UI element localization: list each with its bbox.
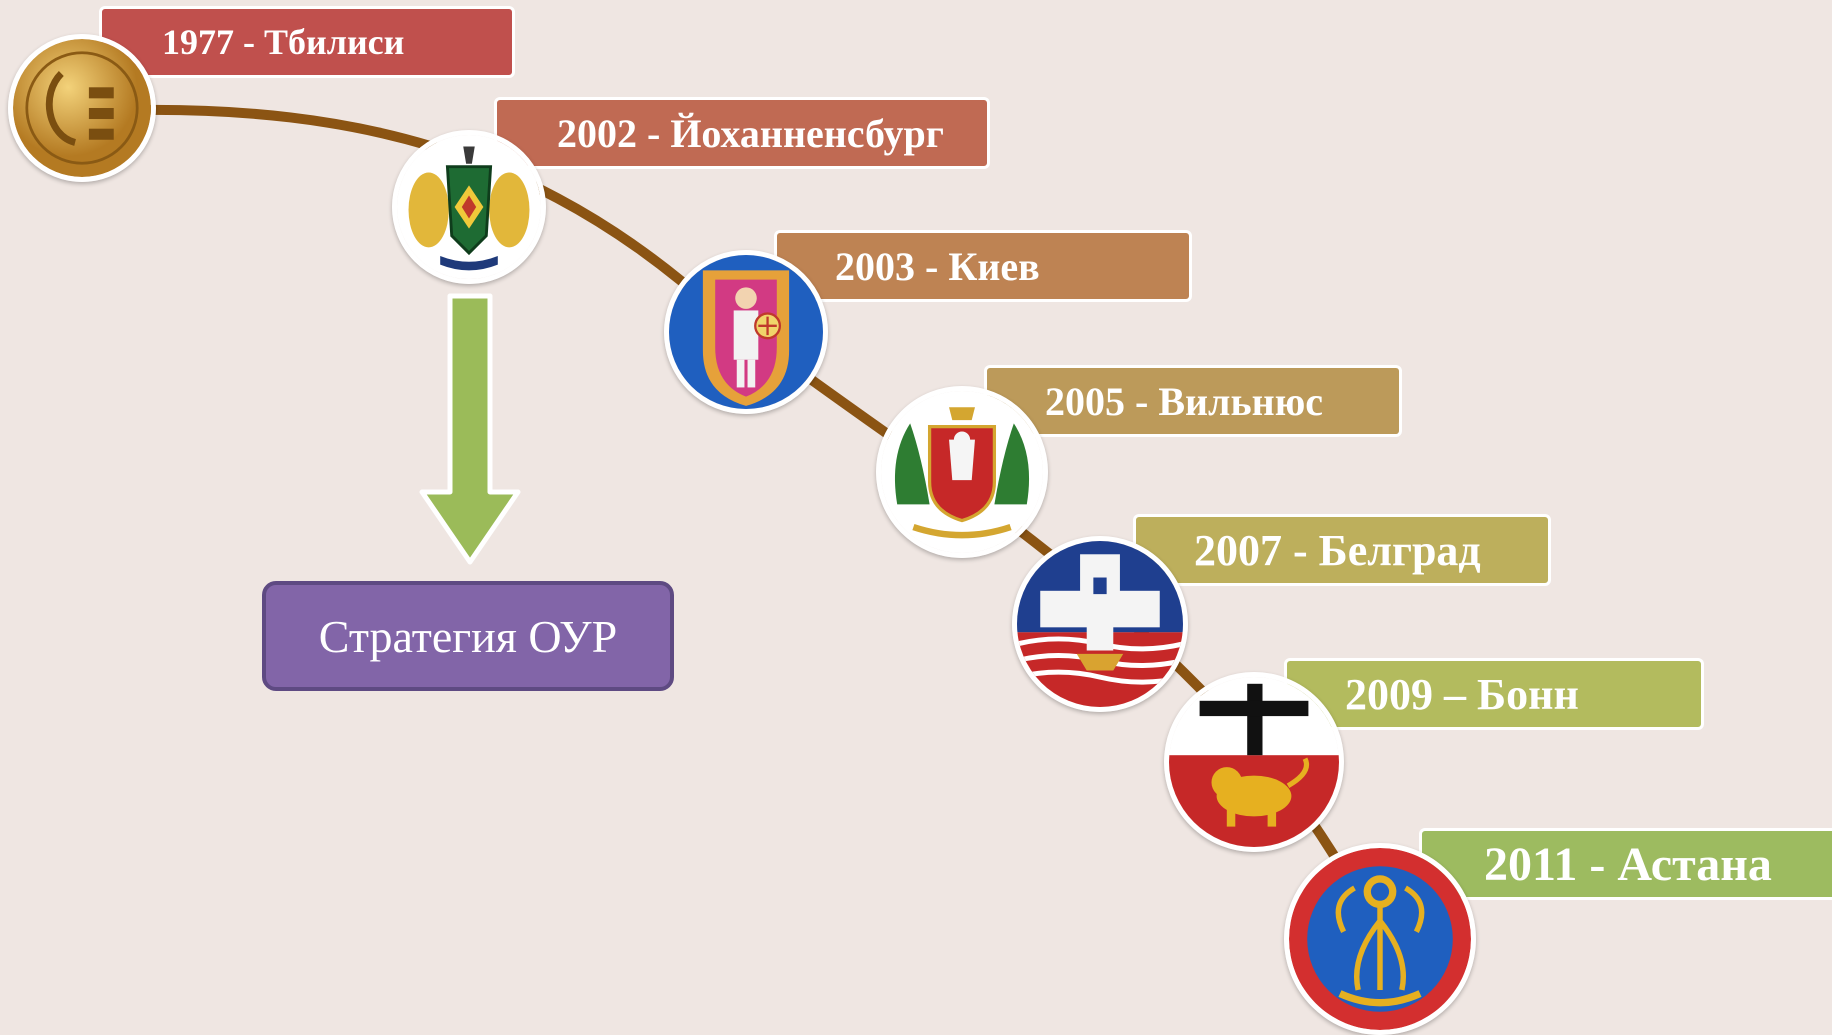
event-label-text: 2009 – Бонн <box>1345 669 1579 719</box>
timeline-event-label-vilnius: 2005 - Вильнюс <box>984 365 1402 437</box>
timeline-event-label-astana: 2011 - Астана <box>1419 828 1832 900</box>
event-label-text: 1977 - Тбилиси <box>162 22 405 62</box>
timeline-event-label-belgrade: 2007 - Белград <box>1133 514 1551 586</box>
tbilisi-medal-icon <box>8 34 156 182</box>
down-arrow <box>419 293 521 565</box>
event-label-text: 2011 - Астана <box>1484 837 1772 891</box>
belgrade-coat-of-arms-icon <box>1012 536 1188 712</box>
event-label-text: 2002 - Йоханненсбург <box>557 110 944 156</box>
astana-emblem-icon <box>1284 843 1476 1035</box>
timeline-event-label-johannesburg: 2002 - Йоханненсбург <box>494 97 990 169</box>
strategy-box: Стратегия ОУР <box>262 581 674 691</box>
johannesburg-coat-of-arms-icon <box>392 130 546 284</box>
strategy-label: Стратегия ОУР <box>318 610 618 662</box>
bonn-coat-of-arms-icon <box>1164 672 1344 852</box>
event-label-text: 2005 - Вильнюс <box>1045 378 1324 424</box>
timeline-event-label-kyiv: 2003 - Киев <box>774 230 1192 302</box>
timeline-event-label-tbilisi: 1977 - Тбилиси <box>99 6 515 78</box>
vilnius-coat-of-arms-icon <box>876 386 1048 558</box>
event-label-text: 2003 - Киев <box>835 243 1040 289</box>
timeline-event-label-bonn: 2009 – Бонн <box>1284 658 1704 730</box>
kyiv-coat-of-arms-icon <box>664 250 828 414</box>
event-label-text: 2007 - Белград <box>1194 525 1481 575</box>
